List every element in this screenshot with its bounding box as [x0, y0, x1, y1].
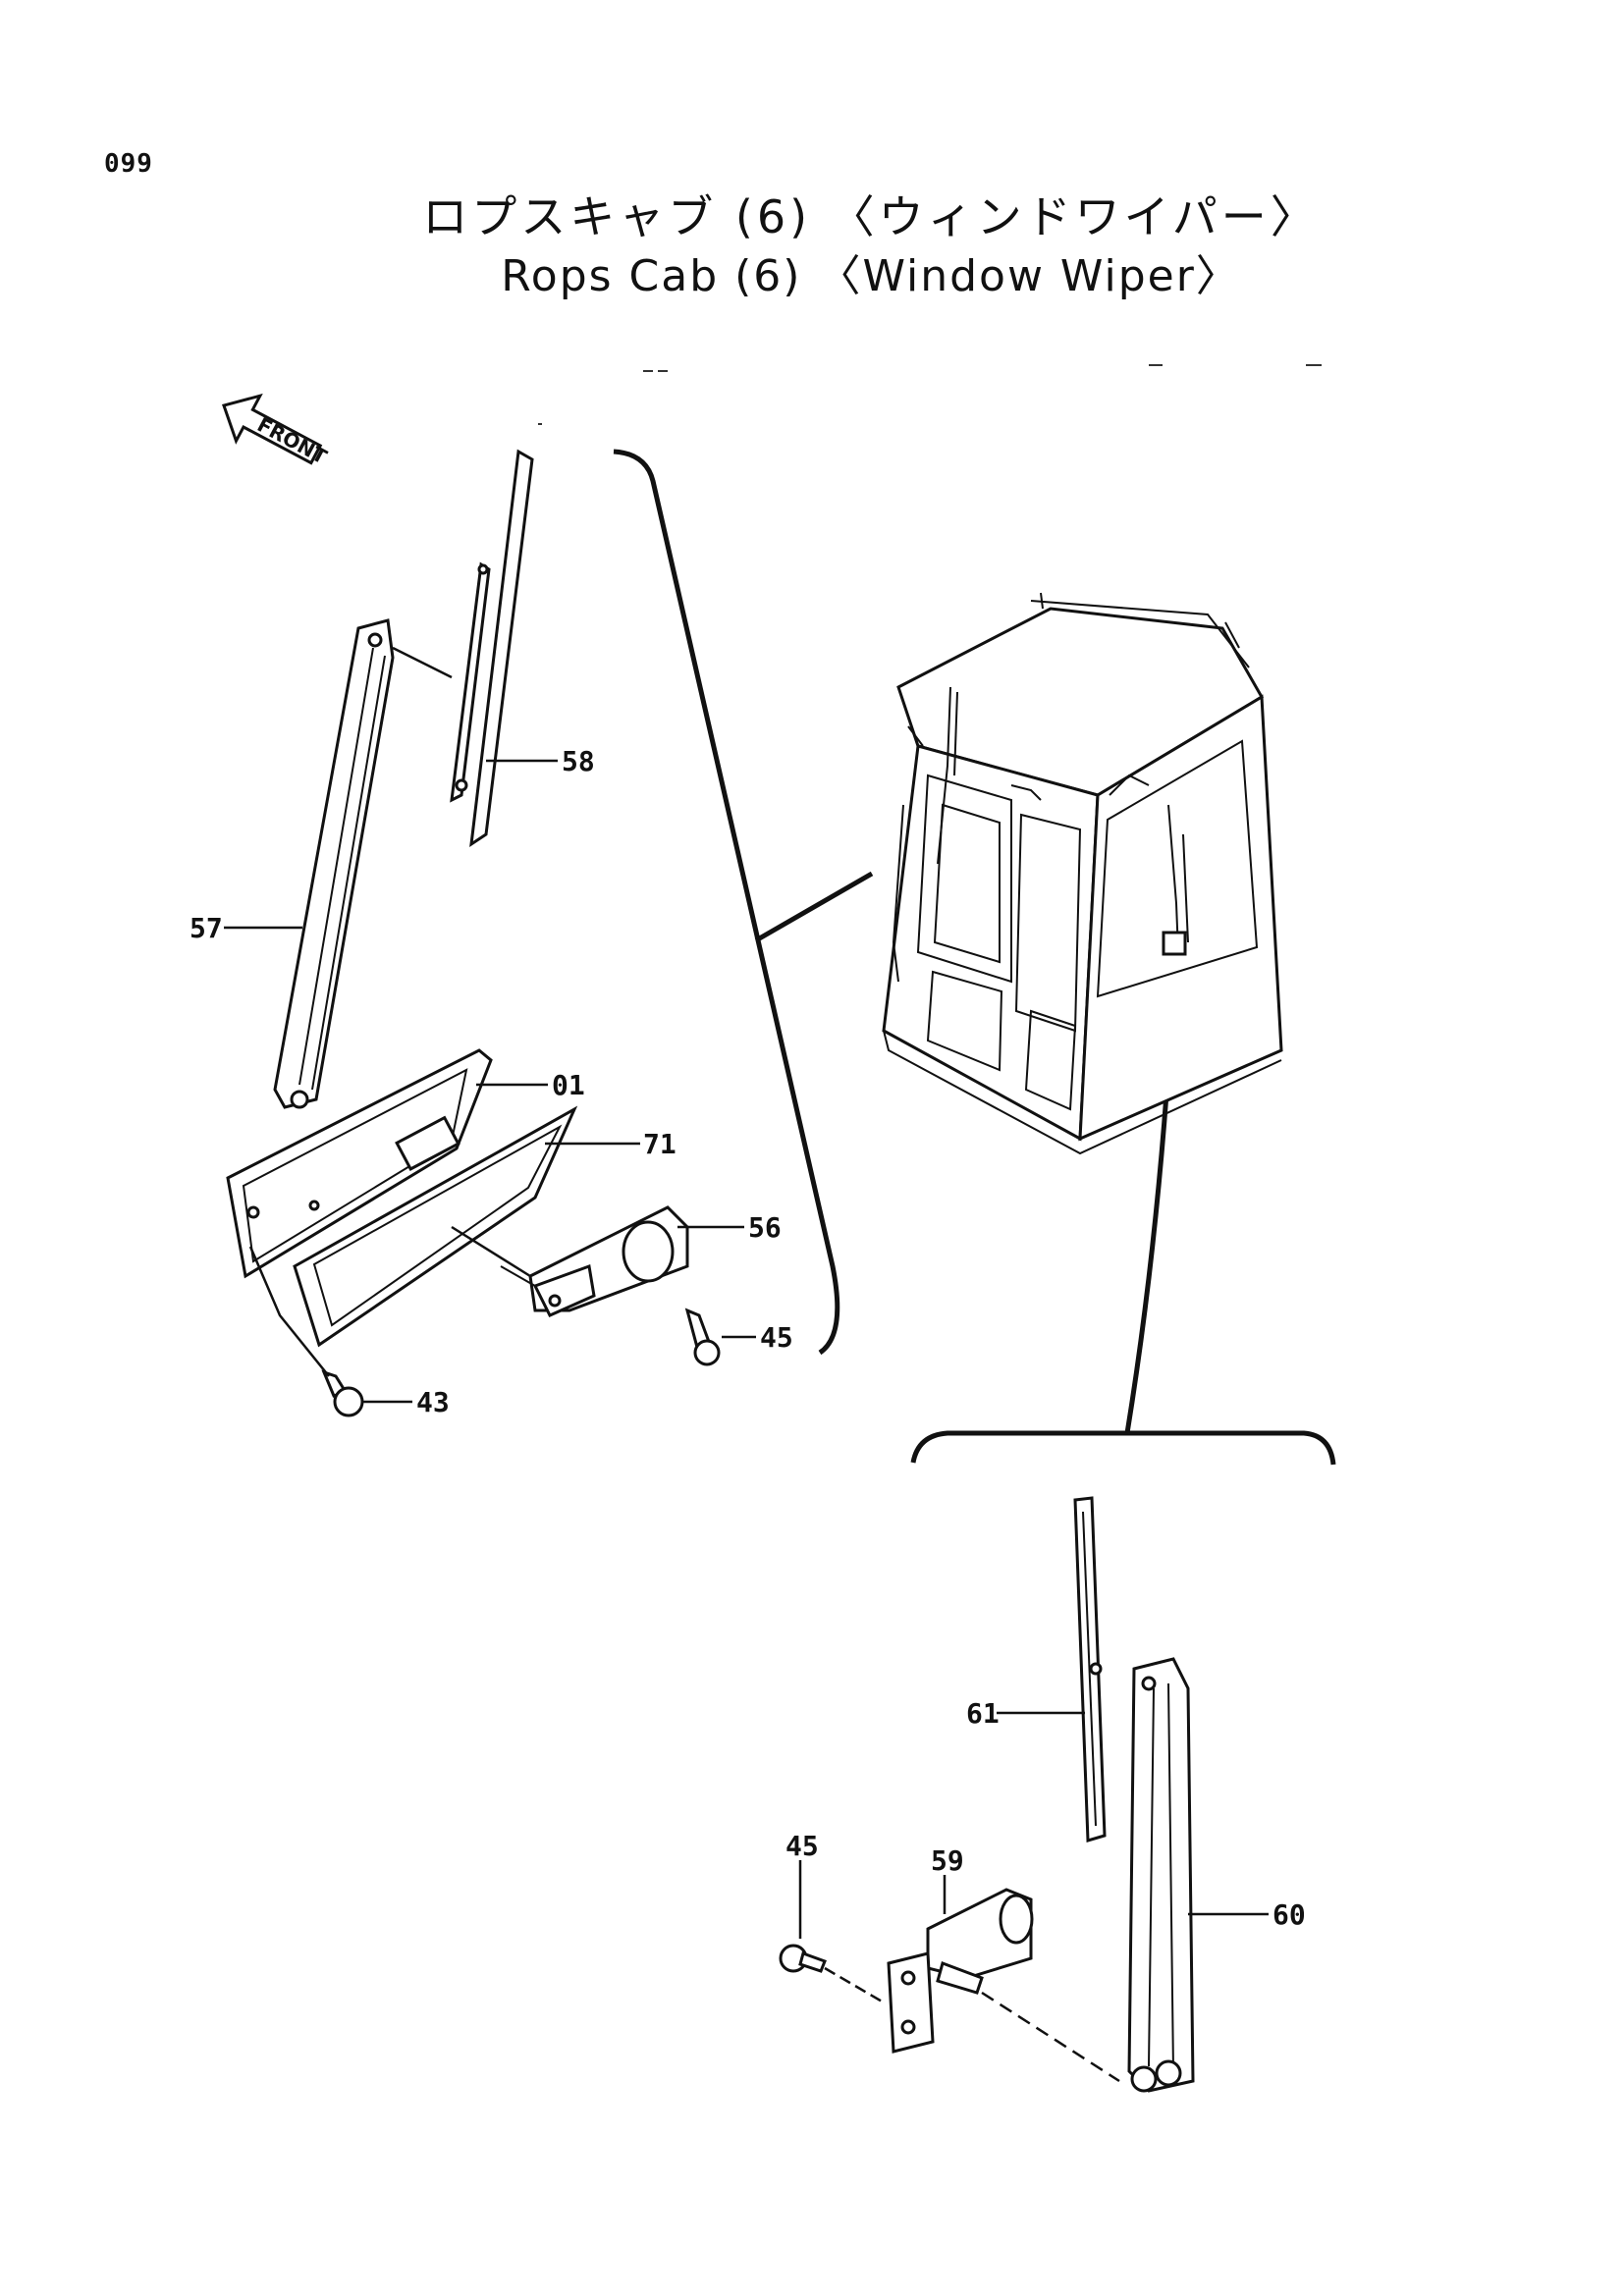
part-45-bolt-upper: [684, 1308, 721, 1366]
part-60-wiper-arm: [1127, 1657, 1195, 2093]
part-57-wiper-arm: [273, 618, 395, 1109]
part-58-wiper-blade: [450, 449, 534, 848]
part-01-bracket-plate: [226, 1048, 493, 1279]
page-number: 099: [104, 149, 153, 179]
callout-71: 71: [643, 1128, 677, 1160]
title-japanese: ロプスキャブ (6) 〈ウィンドワイパー〉: [422, 190, 1320, 243]
front-arrow-label: FRONT: [253, 412, 331, 468]
callout-60: 60: [1272, 1898, 1306, 1931]
leader-43: [248, 1246, 412, 1404]
front-arrow: FRONT: [222, 393, 331, 469]
part-59-wiper-motor: [887, 1888, 1034, 2054]
rops-cab: [882, 592, 1283, 1155]
callout-45-lower: 45: [785, 1830, 819, 1862]
callout-56: 56: [748, 1211, 782, 1244]
part-61-wiper-blade: [1073, 1496, 1107, 1842]
callout-57: 57: [189, 912, 223, 944]
callout-43: 43: [416, 1386, 450, 1418]
part-43-bolt: [321, 1369, 364, 1417]
callout-45-upper: 45: [760, 1321, 793, 1354]
leader-45-to-59: [824, 1966, 885, 2004]
part-56-wiper-motor: [500, 1205, 689, 1317]
leader-56-to-71: [451, 1225, 531, 1278]
callout-58: 58: [562, 745, 595, 777]
detail-bracket-right: [910, 1430, 1336, 1466]
callout-01: 01: [552, 1069, 585, 1101]
leader-left-to-cab: [754, 871, 874, 943]
scan-marks: [538, 364, 1322, 425]
leader-58-to-57: [392, 646, 453, 679]
callout-61: 61: [966, 1697, 1000, 1730]
callout-59: 59: [931, 1844, 964, 1877]
part-71-gasket: [293, 1105, 578, 1348]
detail-bracket-left: [613, 449, 840, 1356]
title-english: Rops Cab (6) 〈Window Wiper〉: [501, 251, 1241, 301]
leader-59-to-60: [981, 1991, 1120, 2083]
part-45-bolt-lower: [779, 1944, 827, 1973]
